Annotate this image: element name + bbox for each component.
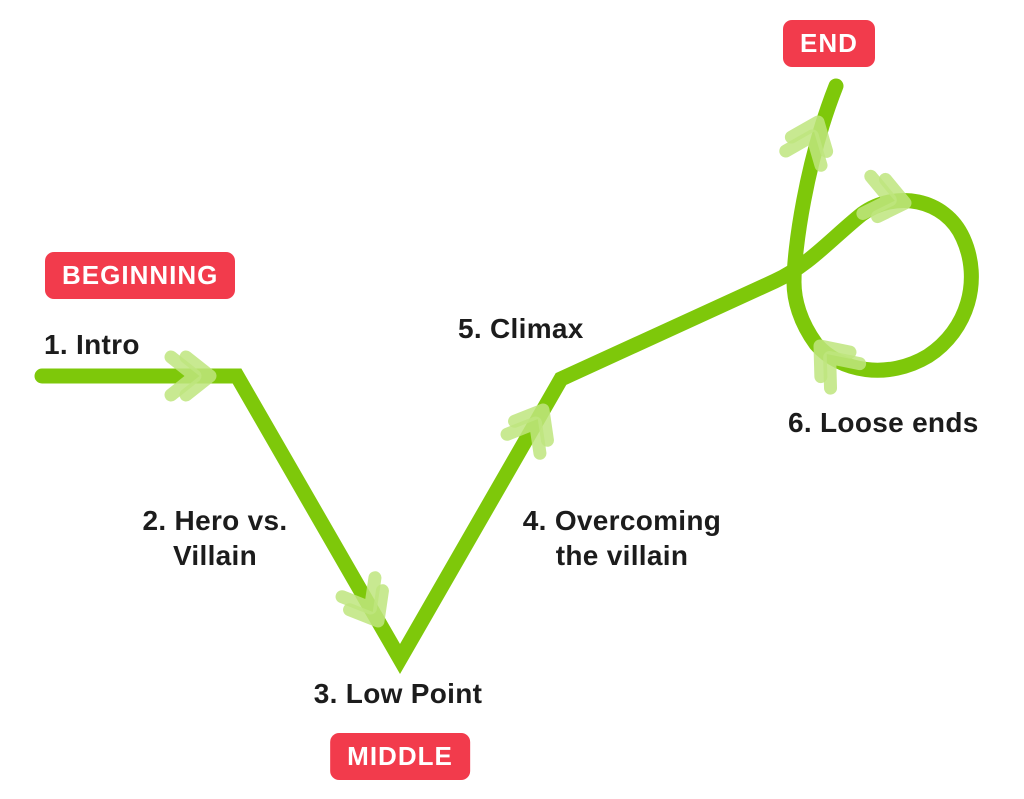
beginning-badge: BEGINNING: [45, 252, 236, 299]
loop-top-arrow-icon: [856, 169, 912, 224]
step-label-loose-ends: 6. Loose ends: [788, 407, 979, 438]
end-badge: END: [783, 20, 875, 67]
chevron: [179, 350, 217, 402]
step-label-line: the villain: [555, 540, 689, 571]
intro-arrow-icon: [164, 350, 217, 402]
step-label-low-point: 3. Low Point: [313, 678, 483, 709]
chevron: [508, 403, 554, 447]
story-line-path: [34, 78, 979, 675]
step-label-line: Villain: [172, 540, 258, 571]
descent-arrow-icon: [335, 571, 389, 628]
chevron: [871, 172, 912, 224]
chevron: [813, 339, 857, 384]
chevron: [335, 571, 382, 615]
step-label-line: 2. Hero vs.: [142, 505, 288, 536]
middle-badge: MIDDLE: [330, 733, 470, 780]
step-label-intro: 1. Intro: [44, 329, 140, 360]
chevron: [823, 350, 867, 395]
step-label-hero-vs-villain: 2. Hero vs. Villain: [143, 503, 288, 573]
step-label-climax: 5. Climax: [458, 313, 584, 344]
step-label-line: 4. Overcoming: [522, 505, 722, 536]
loop-bottom-arrow-icon: [813, 339, 867, 395]
chevron: [784, 115, 834, 158]
to-end-arrow-icon: [779, 115, 834, 172]
chevron: [164, 350, 202, 402]
chevron: [500, 416, 547, 460]
chevron: [856, 169, 897, 220]
ascent-arrow-icon: [500, 403, 554, 460]
chevron: [343, 584, 389, 628]
step-label-overcoming: 4. Overcoming the villain: [523, 503, 721, 573]
chevron: [779, 129, 828, 172]
